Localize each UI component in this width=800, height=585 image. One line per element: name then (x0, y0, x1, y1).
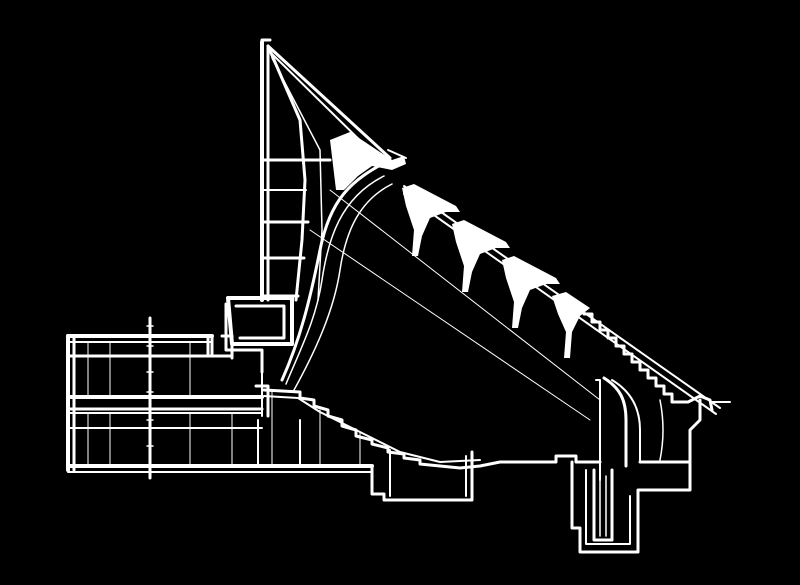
auditorium-shell (280, 158, 601, 421)
fly-tower (260, 38, 407, 302)
stepped-roof (564, 298, 731, 481)
left-low-block (66, 316, 374, 480)
roof-brackets (402, 184, 721, 415)
basement-pit (370, 449, 692, 554)
seating-rake (262, 388, 602, 470)
gallery-box (224, 296, 294, 418)
